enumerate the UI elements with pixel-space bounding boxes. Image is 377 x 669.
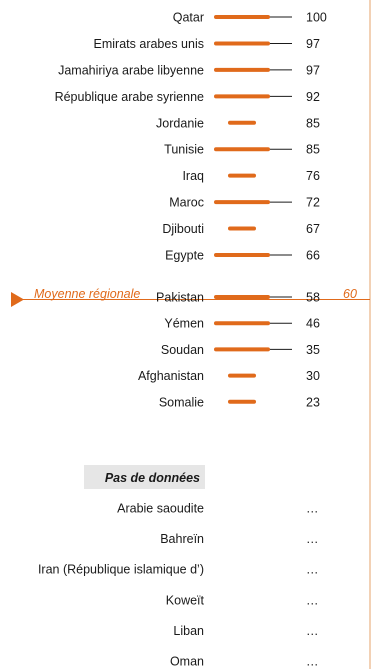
value-label: 23: [306, 395, 320, 409]
row-yemen: Yémen 46: [164, 317, 320, 331]
regional-average-value: 60: [343, 287, 357, 301]
country-label: Bahreïn: [160, 532, 204, 546]
row-pakistan: Pakistan 58: [156, 291, 320, 305]
row-republique-arabe-syrienne: République arabe syrienne 92: [55, 90, 320, 104]
row-djibouti: Djibouti 67: [162, 222, 320, 236]
country-label: Iraq: [182, 169, 204, 183]
no-data-row: Koweït …: [166, 593, 320, 607]
no-data-row: Liban …: [173, 624, 320, 638]
country-label: Oman: [170, 655, 204, 669]
country-label: Egypte: [165, 248, 204, 262]
row-jordanie: Jordanie 85: [156, 116, 320, 130]
no-data-placeholder: …: [306, 624, 320, 638]
no-data-placeholder: …: [306, 655, 320, 669]
country-label: République arabe syrienne: [55, 90, 204, 104]
value-label: 67: [306, 222, 320, 236]
country-label: Afghanistan: [138, 369, 204, 383]
value-label: 92: [306, 90, 320, 104]
regional-average-marker: [11, 292, 24, 307]
country-label: Pakistan: [156, 291, 204, 305]
country-label: Emirats arabes unis: [94, 37, 204, 51]
no-data-section: Pas de données Arabie saoudite…Bahreïn…I…: [38, 465, 320, 669]
country-label: Yémen: [164, 317, 204, 331]
country-label: Somalie: [159, 395, 204, 409]
row-somalie: Somalie 23: [159, 395, 320, 409]
no-data-placeholder: …: [306, 563, 320, 577]
row-jamahiriya-arabe-libyenne: Jamahiriya arabe libyenne 97: [58, 63, 320, 77]
value-label: 97: [306, 63, 320, 77]
country-label: Iran (République islamique d’): [38, 563, 204, 577]
value-label: 66: [306, 248, 320, 262]
no-data-placeholder: …: [306, 593, 320, 607]
no-data-band: [84, 465, 205, 489]
country-label: Tunisie: [164, 143, 204, 157]
no-data-row: Arabie saoudite …: [117, 502, 320, 516]
regional-average-label: Moyenne régionale: [34, 287, 140, 301]
country-label: Maroc: [169, 196, 204, 210]
row-maroc: Maroc 72: [169, 196, 320, 210]
country-label: Djibouti: [162, 222, 204, 236]
no-data-placeholder: …: [306, 532, 320, 546]
no-data-row: Bahreïn …: [160, 532, 320, 546]
row-afghanistan: Afghanistan 30: [138, 369, 320, 383]
value-label: 58: [306, 291, 320, 305]
row-tunisie: Tunisie 85: [164, 143, 320, 157]
value-label: 30: [306, 369, 320, 383]
value-label: 85: [306, 143, 320, 157]
no-data-row: Iran (République islamique d’) …: [38, 563, 320, 577]
row-soudan: Soudan 35: [161, 343, 320, 357]
country-label: Soudan: [161, 343, 204, 357]
country-label: Arabie saoudite: [117, 502, 204, 516]
row-iraq: Iraq 76: [182, 169, 319, 183]
country-label: Jordanie: [156, 116, 204, 130]
value-label: 97: [306, 37, 320, 51]
value-label: 72: [306, 196, 320, 210]
country-label: Qatar: [173, 11, 204, 25]
row-emirats-arabes-unis: Emirats arabes unis 97: [94, 37, 320, 51]
country-label: Koweït: [166, 593, 205, 607]
row-egypte: Egypte 66: [165, 248, 320, 262]
no-data-row: Oman …: [170, 655, 320, 669]
value-label: 76: [306, 169, 320, 183]
country-label: Liban: [173, 624, 204, 638]
no-data-placeholder: …: [306, 502, 320, 516]
value-label: 100: [306, 11, 327, 25]
country-label: Jamahiriya arabe libyenne: [58, 63, 204, 77]
no-data-title: Pas de données: [105, 471, 200, 485]
value-label: 35: [306, 343, 320, 357]
value-label: 85: [306, 116, 320, 130]
value-label: 46: [306, 317, 320, 331]
row-qatar: Qatar 100: [173, 11, 327, 25]
